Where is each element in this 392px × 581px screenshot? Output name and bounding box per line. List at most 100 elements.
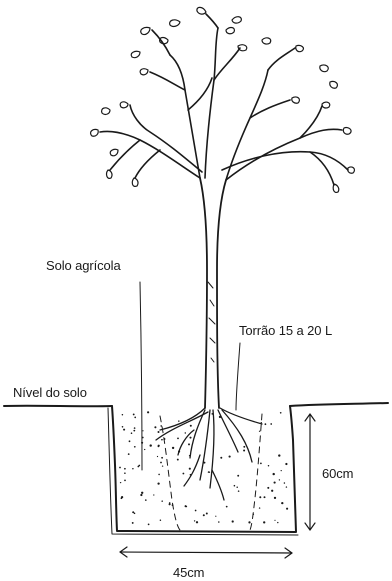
soil-speckle (263, 521, 265, 523)
soil-speckle (132, 512, 133, 513)
soil-speckle (259, 431, 260, 432)
soil-speckle (248, 521, 250, 523)
solo-agricola-pointer (140, 282, 142, 470)
soil-speckle (218, 521, 220, 523)
soil-speckle (260, 463, 262, 465)
soil-speckle (209, 472, 210, 473)
soil-speckle (234, 485, 236, 487)
soil-speckle (226, 506, 228, 508)
soil-speckle (162, 465, 163, 466)
depth-dimension-arrow (305, 414, 315, 530)
label-nivel-do-solo: Nível do solo (13, 385, 87, 400)
soil-speckle (274, 520, 275, 521)
ground-line-left (4, 406, 112, 407)
soil-speckle (158, 431, 160, 433)
soil-speckle (161, 500, 163, 502)
label-solo-agricola: Solo agrícola (46, 258, 121, 273)
trunk (200, 178, 226, 408)
soil-speckle (147, 411, 149, 413)
soil-speckle (232, 520, 234, 522)
soil-speckle (196, 521, 198, 523)
soil-speckle (195, 510, 197, 512)
soil-speckle (177, 459, 179, 461)
branches (100, 14, 348, 185)
soil-speckle (285, 463, 287, 465)
soil-speckle (134, 427, 136, 429)
soil-speckle (122, 426, 124, 428)
soil-speckle (134, 446, 136, 448)
soil-speckle (236, 487, 237, 488)
soil-speckle (122, 414, 123, 415)
soil-speckle (158, 446, 160, 448)
soil-speckle (203, 514, 205, 516)
soil-speckle (190, 425, 192, 427)
soil-speckle (188, 443, 190, 445)
soil-speckle (243, 446, 245, 448)
soil-speckle (277, 522, 278, 523)
soil-speckle (120, 482, 121, 483)
soil-speckle (154, 426, 156, 428)
planting-hole (112, 406, 296, 532)
soil-speckle (271, 490, 273, 492)
soil-speckle (161, 439, 162, 440)
soil-speckle (185, 505, 187, 507)
soil-speckle (157, 482, 159, 484)
soil-speckle (206, 513, 208, 515)
soil-speckle (148, 524, 150, 526)
soil-speckle (286, 486, 287, 487)
soil-speckle (182, 473, 184, 475)
width-dimension-arrow (120, 547, 292, 558)
soil-speckle (281, 502, 283, 504)
soil-speckle (150, 444, 152, 446)
soil-speckle (140, 494, 142, 496)
soil-speckle (119, 467, 121, 469)
soil-speckle (274, 482, 276, 484)
soil-speckle (142, 430, 143, 431)
planting-hole-inner (108, 408, 298, 535)
soil-speckle (160, 462, 162, 464)
soil-speckle (265, 423, 267, 425)
label-torrao: Torrão 15 a 20 L (239, 323, 332, 338)
soil-speckle (138, 465, 140, 467)
soil-speckle (286, 508, 288, 510)
soil-speckle (278, 454, 280, 456)
soil-speckle (132, 522, 134, 524)
soil-speckle (123, 429, 125, 431)
soil-speckle (132, 468, 133, 469)
soil-speckle (153, 494, 154, 495)
soil-speckle (264, 496, 266, 498)
trunk-texture (208, 282, 215, 362)
soil-speckle (273, 473, 275, 475)
soil-speckle (128, 453, 130, 455)
soil-speckle (141, 492, 143, 494)
soil-speckle (237, 475, 239, 477)
soil-speckle (229, 456, 231, 458)
soil-speckle (177, 438, 179, 440)
soil-speckle (124, 468, 126, 470)
soil-speckle (281, 470, 282, 471)
soil-speckle (178, 420, 179, 421)
soil-speckle (243, 449, 245, 451)
soil-speckle (157, 456, 158, 457)
soil-speckle (144, 449, 145, 450)
soil-speckle (161, 457, 163, 459)
soil-speckle (267, 487, 269, 489)
soil-speckle (274, 497, 276, 499)
soil-speckle (134, 512, 136, 514)
soil-speckle (189, 468, 191, 470)
soil-speckle (124, 480, 126, 482)
soil-speckle (172, 447, 174, 449)
soil-speckle (133, 413, 135, 415)
ground-line-right (290, 403, 388, 406)
label-depth: 60cm (322, 466, 353, 481)
soil-speckle (160, 519, 161, 520)
soil-speckle (194, 520, 195, 521)
soil-speckle (158, 474, 160, 476)
soil-speckle (284, 482, 286, 484)
soil-speckle (145, 499, 147, 501)
roots (156, 408, 262, 500)
soil-speckle (279, 479, 280, 480)
soil-speckle (280, 412, 282, 414)
